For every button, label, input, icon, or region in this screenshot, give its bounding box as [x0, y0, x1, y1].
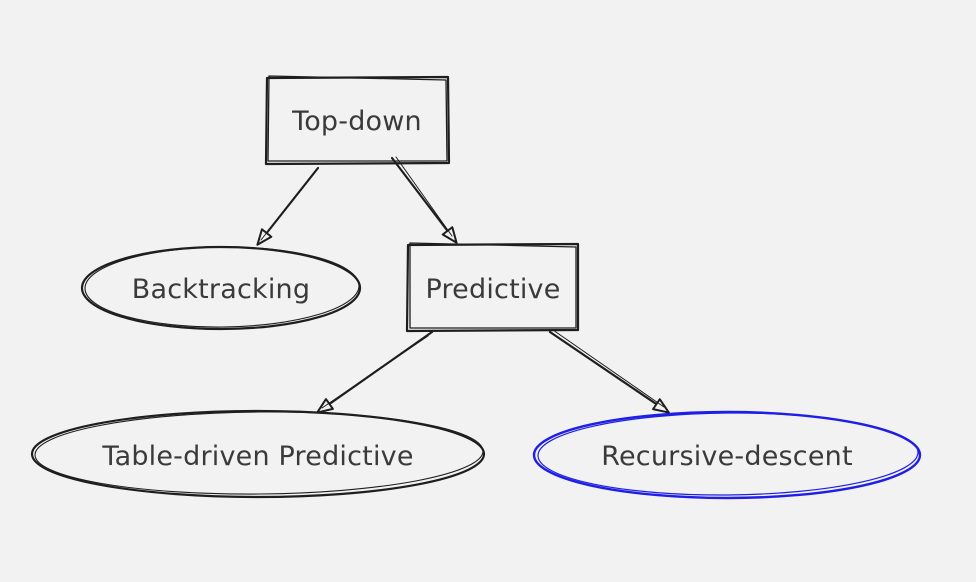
- node-top-down-label: Top-down: [291, 106, 422, 137]
- edge-predictive-to-recursive-descent: [548, 329, 670, 414]
- node-predictive-label: Predictive: [425, 274, 560, 305]
- node-recursive-descent[interactable]: Recursive-descent: [532, 410, 922, 500]
- edge-predictive-to-table-driven: [316, 330, 434, 414]
- node-table-driven-predictive-label: Table-driven Predictive: [101, 441, 413, 472]
- edge-top-down-to-backtracking: [256, 166, 320, 246]
- node-table-driven-predictive[interactable]: Table-driven Predictive: [30, 409, 486, 499]
- node-recursive-descent-label: Recursive-descent: [601, 441, 853, 472]
- edge-top-down-to-predictive: [390, 156, 458, 244]
- node-backtracking[interactable]: Backtracking: [80, 245, 362, 331]
- node-backtracking-label: Backtracking: [132, 274, 310, 305]
- node-top-down[interactable]: Top-down: [264, 75, 451, 166]
- node-predictive[interactable]: Predictive: [405, 242, 580, 333]
